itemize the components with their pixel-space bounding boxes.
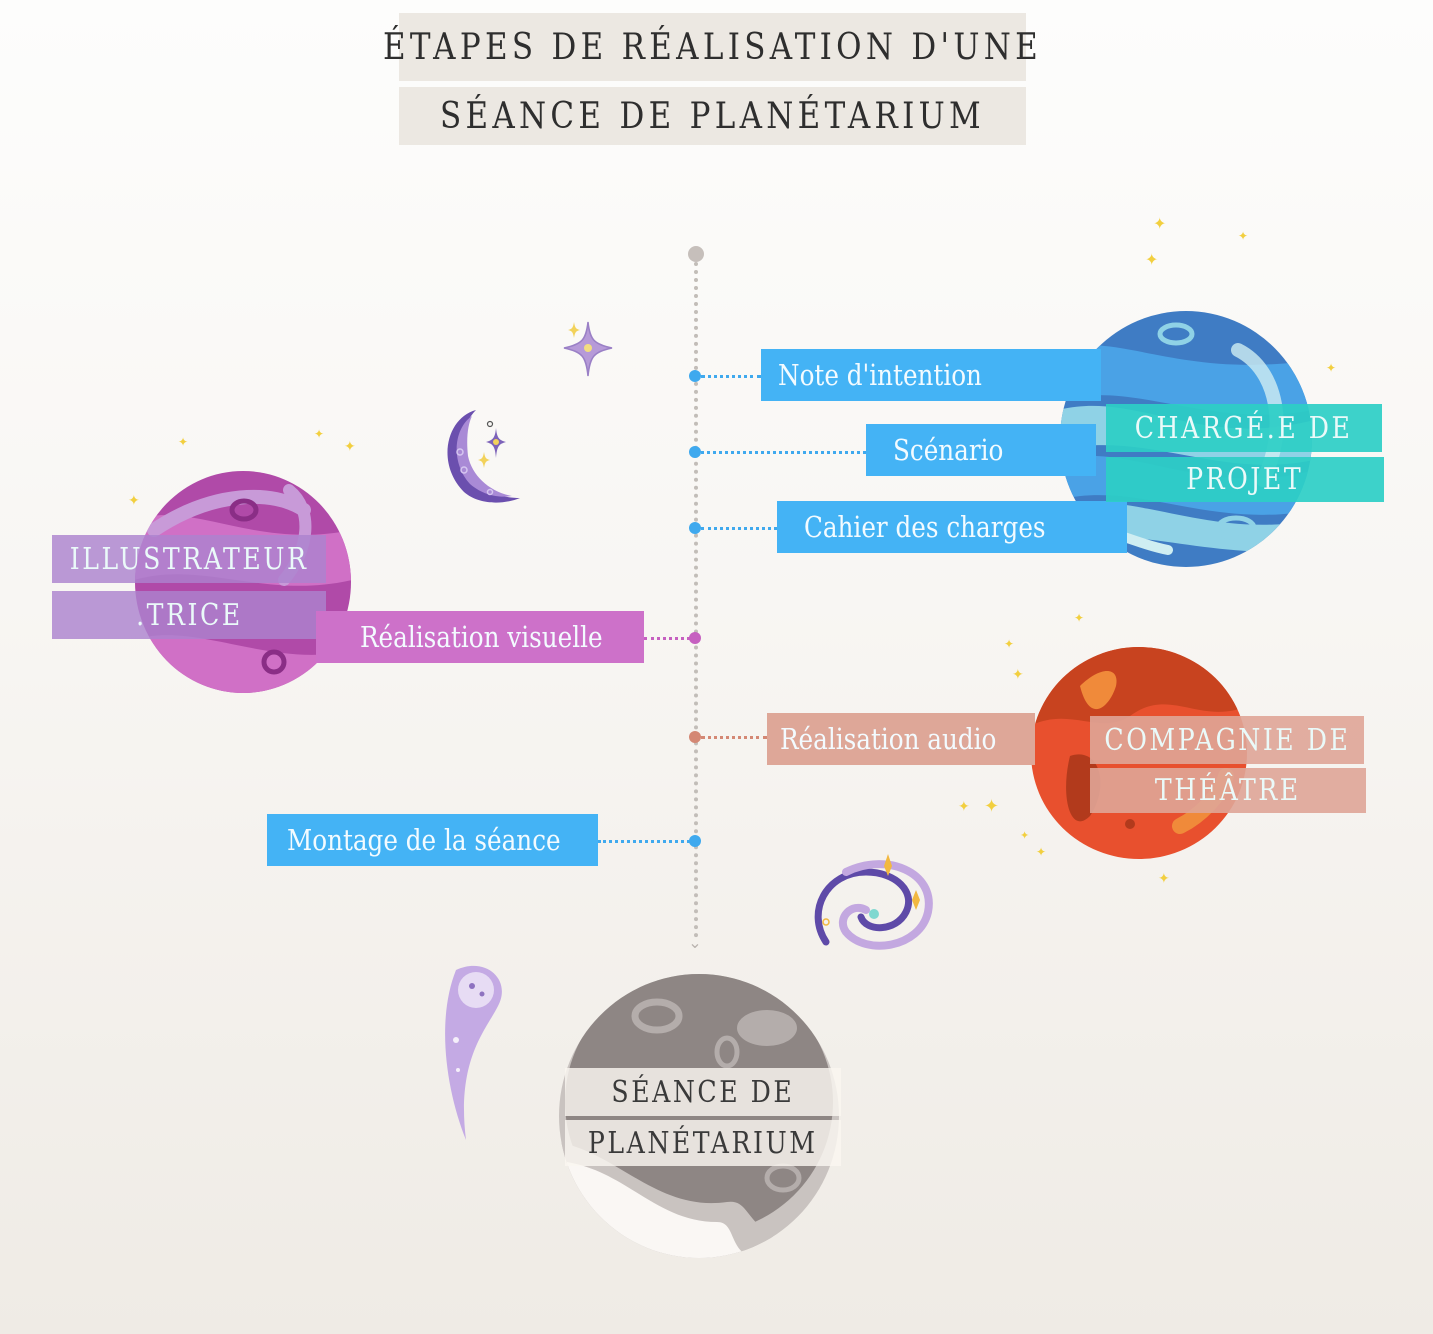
star-icon: ✦ xyxy=(1238,229,1249,243)
step-montage-seance: Montage de la séance xyxy=(267,814,598,866)
star-icon: ✦ xyxy=(1145,250,1159,269)
step-realisation-visuelle: Réalisation visuelle xyxy=(316,611,644,663)
star-icon: ✦ xyxy=(1074,611,1085,625)
connector-6 xyxy=(598,840,690,843)
star-icon: ✦ xyxy=(344,439,356,455)
timeline-node-6 xyxy=(689,835,701,847)
timeline-node-4 xyxy=(689,632,701,644)
star-icon: ✦ xyxy=(984,796,1000,817)
connector-2 xyxy=(701,451,866,454)
step-scenario: Scénario xyxy=(866,424,1096,476)
page-title-line-1: ÉTAPES DE RÉALISATION D'UNE xyxy=(382,26,1043,68)
step-cahier-des-charges: Cahier des charges xyxy=(777,501,1127,553)
timeline-node-5 xyxy=(689,731,701,743)
title-line-2-band: SÉANCE DE PLANÉTARIUM xyxy=(399,87,1026,145)
star-icon: ✦ xyxy=(178,435,189,449)
role-charge-de-projet-line1: CHARGÉ.E DE xyxy=(1106,404,1382,452)
comet-icon xyxy=(445,965,502,1140)
result-seance-line1: SÉANCE DE xyxy=(565,1068,841,1116)
title-line-1-band: ÉTAPES DE RÉALISATION D'UNE xyxy=(383,13,1038,81)
page-title-line-2: SÉANCE DE PLANÉTARIUM xyxy=(439,95,986,137)
timeline-line xyxy=(694,262,698,938)
galaxy-icon xyxy=(814,854,933,950)
timeline-node-2 xyxy=(689,446,701,458)
role-charge-de-projet-line2: PROJET xyxy=(1106,457,1384,502)
role-illustrateur-line2: .TRICE xyxy=(52,591,326,639)
sparkle-icon xyxy=(563,321,613,377)
connector-4 xyxy=(644,637,690,640)
star-icon: ✦ xyxy=(1153,214,1167,233)
star-icon: ✦ xyxy=(1020,829,1030,842)
step-note-intention: Note d'intention xyxy=(761,349,1101,401)
role-illustrateur-line1: ILLUSTRATEUR xyxy=(52,535,326,583)
star-icon: ✦ xyxy=(1036,845,1047,859)
step-realisation-audio: Réalisation audio xyxy=(767,713,1035,765)
star-icon: ✦ xyxy=(314,427,325,441)
connector-3 xyxy=(701,527,777,530)
connector-1 xyxy=(701,375,761,378)
star-icon: ✦ xyxy=(1326,361,1337,375)
star-icon: ✦ xyxy=(1158,871,1170,887)
timeline-node-3 xyxy=(689,522,701,534)
timeline-node-1 xyxy=(689,370,701,382)
star-icon: ✦ xyxy=(128,493,140,509)
chevron-down-icon: ⌄ xyxy=(688,933,702,952)
connector-5 xyxy=(701,736,767,739)
star-icon: ✦ xyxy=(958,799,970,815)
star-icon: ✦ xyxy=(1012,667,1024,683)
role-compagnie-theatre-line1: COMPAGNIE DE xyxy=(1090,716,1364,764)
timeline-start-dot xyxy=(688,246,704,262)
crescent-moon-icon xyxy=(447,410,520,503)
result-seance-line2: PLANÉTARIUM xyxy=(565,1120,841,1166)
grey-moon xyxy=(559,974,839,1258)
role-compagnie-theatre-line2: THÉÂTRE xyxy=(1090,768,1366,813)
star-icon: ✦ xyxy=(1004,637,1015,651)
